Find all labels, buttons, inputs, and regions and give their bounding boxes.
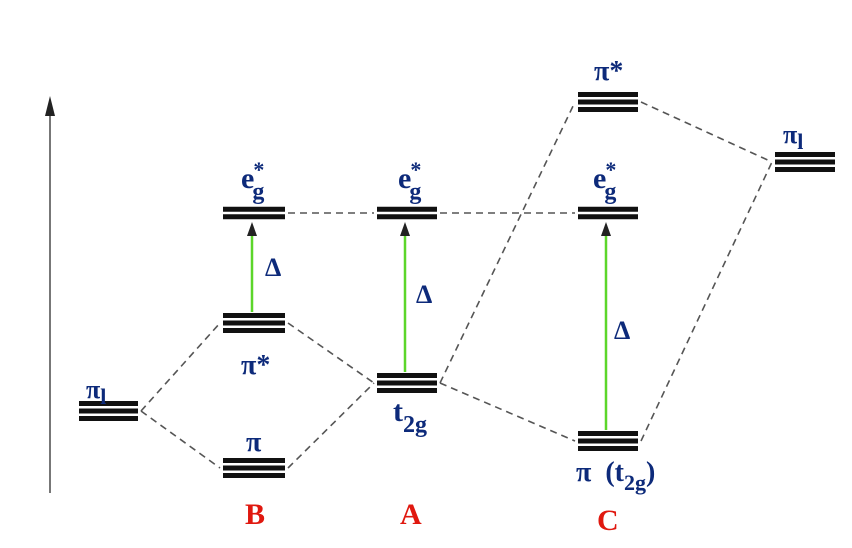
transition-B-pistar: [247, 222, 257, 312]
level-bar: [79, 416, 138, 421]
label-C-eg: e*g: [593, 157, 616, 205]
level-bar: [578, 107, 638, 112]
level-bar: [775, 152, 835, 157]
level-bar: [223, 328, 285, 333]
level-bar: [79, 408, 138, 414]
level-left-pi-l: [79, 401, 138, 421]
transition-A-t2g: [400, 222, 410, 372]
level-bar: [377, 380, 437, 386]
delta-label-C: Δ: [614, 316, 630, 345]
category-label-B: B: [245, 498, 265, 531]
level-bar: [578, 206, 638, 212]
connector-B-pistar-to-A-t2g: [287, 322, 375, 384]
level-bar: [223, 206, 285, 212]
connector-B-pi-to-A-t2g: [287, 382, 375, 469]
energy-levels: [79, 92, 835, 478]
level-bar: [578, 431, 638, 436]
level-right-pi-l: [775, 152, 835, 172]
arrowhead-icon: [400, 222, 410, 236]
label-B-pi: π: [246, 427, 262, 458]
level-bar: [223, 320, 285, 326]
level-bar: [578, 214, 638, 220]
level-bar: [775, 159, 835, 165]
level-A-eg: [377, 206, 437, 220]
label-A-t2g: t2g: [393, 395, 427, 438]
level-B-pistar: [223, 313, 285, 333]
connector-C-pi-t2g-to-right-pi-l: [640, 161, 773, 442]
category-label-C: C: [597, 504, 619, 537]
level-C-pistar: [578, 92, 638, 112]
connector-left-pi-l-to-B-pistar: [140, 322, 221, 412]
label-right-pi-l: πl: [783, 120, 803, 154]
connector-lines: [140, 101, 773, 469]
label-left-pi-l: πl: [86, 375, 106, 409]
level-bar: [223, 458, 285, 463]
connector-A-t2g-to-C-pistar: [439, 101, 576, 384]
connector-A-t2g-to-C-pi-t2g: [439, 382, 576, 442]
delta-label-B: Δ: [265, 253, 281, 282]
level-bar: [578, 438, 638, 444]
level-bar: [775, 167, 835, 172]
category-label-A: A: [400, 498, 422, 531]
transition-arrows: [247, 222, 611, 430]
level-B-pi: [223, 458, 285, 478]
level-B-eg: [223, 206, 285, 220]
level-bar: [223, 214, 285, 220]
energy-axis-arrowhead-icon: [45, 96, 55, 116]
level-bar: [578, 99, 638, 105]
label-C-pistar: π*: [594, 56, 623, 87]
level-C-pi-t2g: [578, 431, 638, 451]
transition-C-pi-t2g: [601, 222, 611, 430]
delta-label-A: Δ: [416, 280, 432, 309]
level-bar: [377, 373, 437, 378]
level-bar: [223, 473, 285, 478]
connector-left-pi-l-to-B-pi: [140, 410, 221, 469]
label-B-eg: e*g: [241, 157, 264, 205]
level-C-eg: [578, 206, 638, 220]
level-A-t2g: [377, 373, 437, 393]
level-bar: [79, 401, 138, 406]
level-bar: [377, 388, 437, 393]
arrowhead-icon: [601, 222, 611, 236]
label-B-pistar: π*: [241, 350, 270, 381]
level-bar: [223, 465, 285, 471]
level-bar: [578, 92, 638, 97]
label-C-pi-t2g: π (t2g): [576, 457, 655, 495]
level-bar: [377, 206, 437, 212]
level-bar: [578, 446, 638, 451]
connector-C-pistar-to-right-pi-l: [640, 101, 773, 163]
arrowhead-icon: [247, 222, 257, 236]
level-bar: [377, 214, 437, 220]
label-A-eg: e*g: [398, 157, 421, 205]
level-bar: [223, 313, 285, 318]
